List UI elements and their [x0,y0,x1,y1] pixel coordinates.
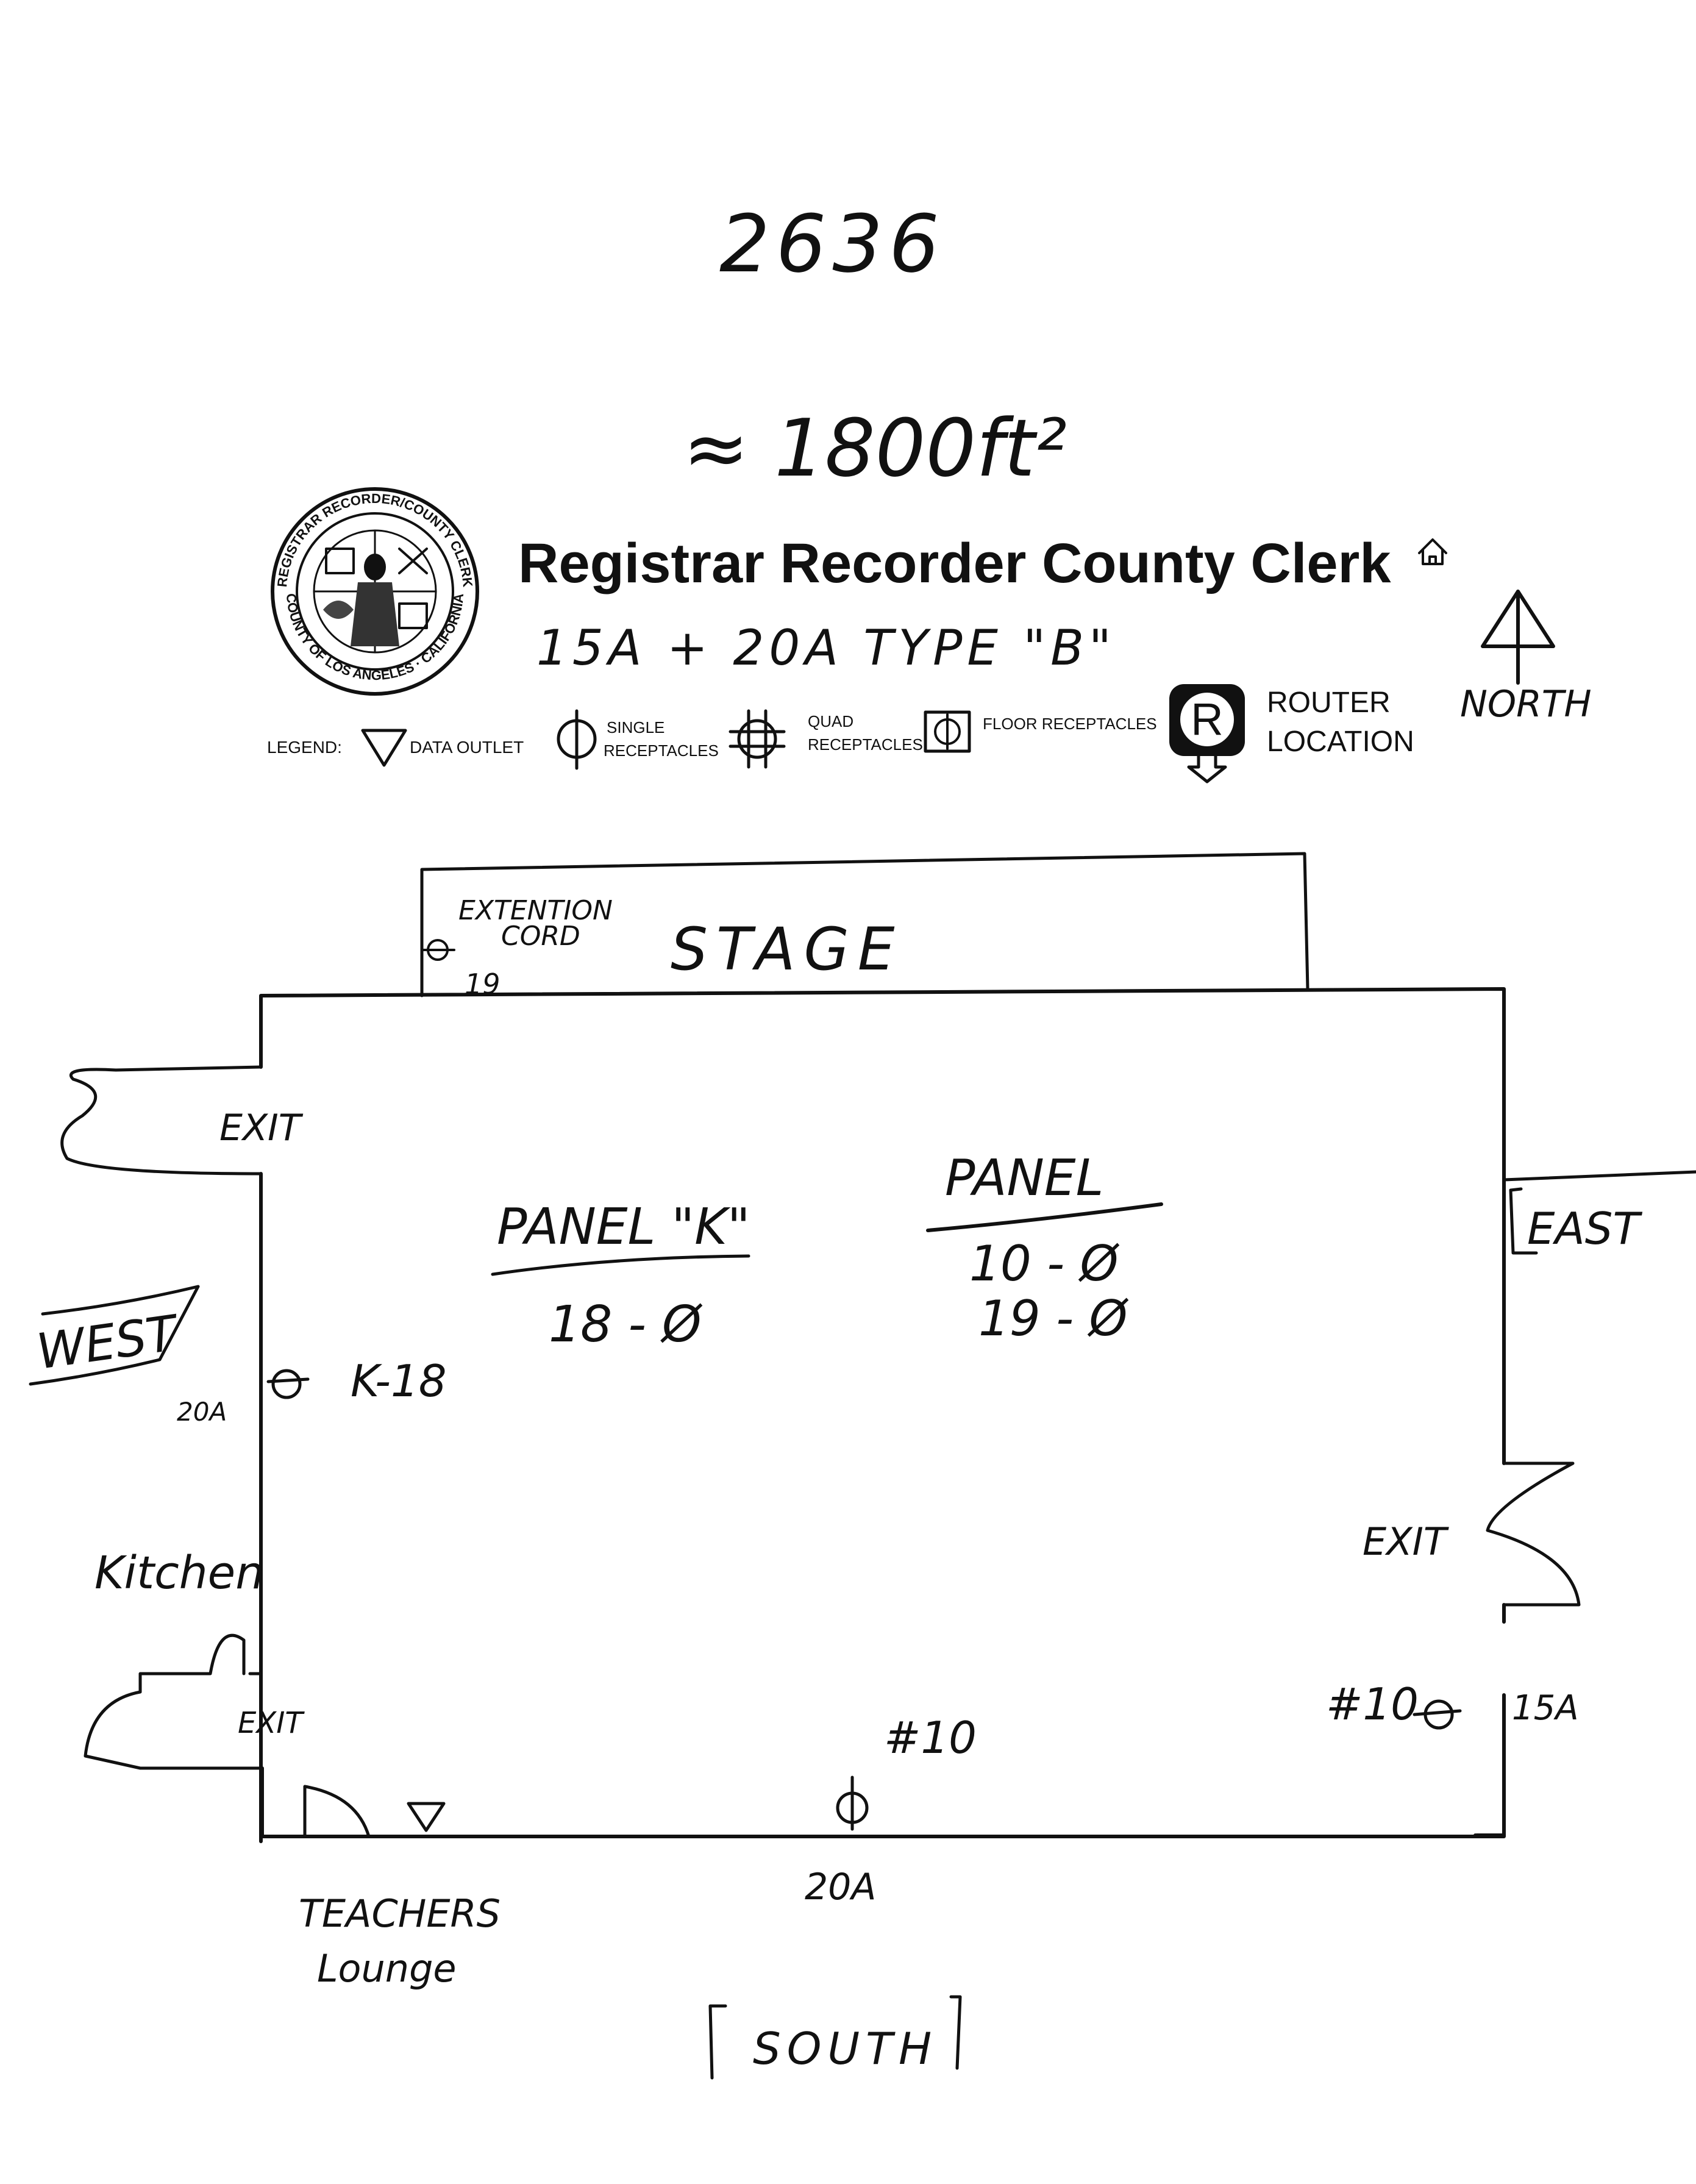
legend-label: LEGEND: [267,738,342,757]
floor-receptacle-icon [924,710,971,753]
east-outlet-amp: 15A [1512,1688,1579,1728]
exit-label-east: EXIT [1363,1519,1449,1564]
north-label: NORTH [1460,683,1592,726]
west-exit-door [60,1065,263,1176]
legend: LEGEND: DATA OUTLET SINGLE RECEPTACLES Q… [267,684,1414,783]
router-letter: R [1191,694,1223,744]
router-label-line1: ROUTER [1267,687,1391,719]
stage-area [420,852,1309,997]
east-outlet-label: #10 [1326,1679,1419,1730]
south-tag [708,1995,962,2080]
site-number: 2636 [719,198,946,290]
teachers-lounge-line1: TEACHERS [299,1891,501,1936]
legend-quad-line2: RECEPTACLES [808,735,923,754]
lounge-door [303,1785,371,1838]
west-outlet-label: K-18 [351,1355,447,1407]
extension-cord-line2: CORD [501,921,580,952]
panel-k-underline [491,1254,750,1276]
data-outlet-icon [361,729,407,767]
panel-underline [926,1202,1163,1232]
county-seal: REGISTRAR RECORDER/COUNTY CLERK COUNTY O… [271,487,479,696]
floor-plan: STAGE EXTENTION CORD 19 EXIT WEST 20A K-… [29,852,1696,2080]
south-outlet-amp: 20A [805,1866,876,1908]
legend-single-line2: RECEPTACLES [604,741,719,760]
panel-circuit-1: 10 - Ø [969,1235,1120,1292]
exit-label-west: EXIT [219,1107,304,1149]
panel-k-title: PANEL "K" [497,1198,750,1256]
panel-title: PANEL [945,1149,1103,1207]
east-receptacle-icon [1413,1699,1462,1730]
east-label: EAST [1527,1203,1642,1254]
panel-circuit-2: 19 - Ø [978,1290,1129,1347]
exit-label-southwest: EXIT [238,1706,305,1740]
south-data-outlet-icon [407,1802,446,1832]
south-outlet-label: #10 [884,1712,977,1763]
legend-quad-line1: QUAD [808,712,853,730]
stage-receptacle-icon [421,939,455,961]
panel-k-circuit: 18 - Ø [549,1296,703,1354]
south-label: SOUTH [753,2023,938,2074]
legend-data-outlet: DATA OUTLET [410,738,524,757]
org-name: Registrar Recorder County Clerk [518,532,1391,594]
west-outlet-amp: 20A [177,1397,227,1427]
east-wall-line [1502,1170,1696,1182]
north-arrow-icon [1481,590,1555,685]
kitchen-label: Kitchen [94,1547,264,1599]
legend-single-line1: SINGLE [607,718,665,737]
quad-receptacle-icon [729,709,786,769]
room-walls [259,987,1506,1838]
west-label: WEST [34,1304,183,1380]
extension-cord-line1: EXTENTION [458,895,613,926]
stage-label: STAGE [671,915,903,983]
east-tag [1509,1187,1538,1255]
area-note: ≈ 1800ft² [683,402,1067,494]
legend-floor: FLOOR RECEPTACLES [983,715,1157,733]
single-receptacle-icon [557,709,597,770]
home-icon [1418,538,1447,565]
kitchen-exit-door [84,1633,264,1770]
west-tag [29,1285,200,1386]
router-label-line2: LOCATION [1267,726,1414,758]
south-receptacle-icon [836,1775,869,1831]
east-exit-door [1486,1461,1581,1624]
teachers-lounge-line2: Lounge [317,1946,457,1991]
router-icon [1169,684,1245,783]
power-note: 15A + 20A TYPE "B" [536,619,1116,676]
west-receptacle-icon [266,1369,310,1399]
